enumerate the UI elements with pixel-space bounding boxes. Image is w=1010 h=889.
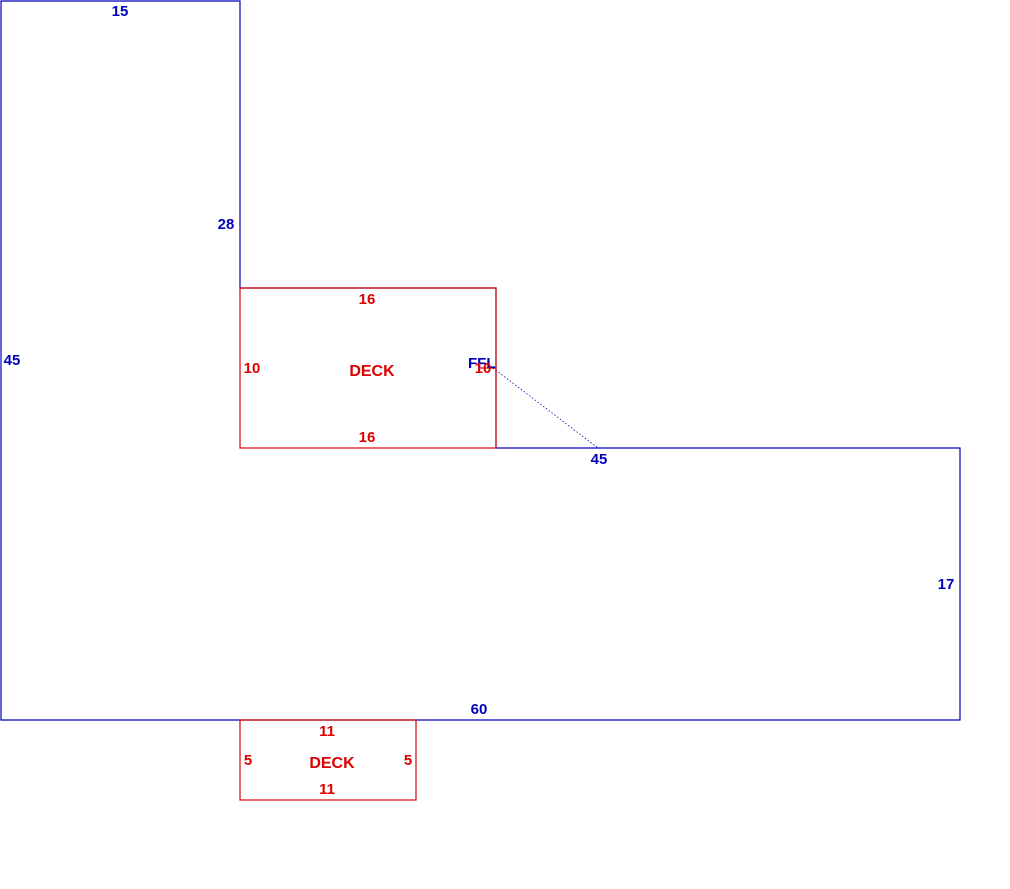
building-dim-right-lower: 17 (938, 576, 955, 593)
deck-lower-dim-left: 5 (244, 752, 252, 769)
building-dim-top: 15 (112, 3, 129, 20)
deck-lower-dim-bottom: 11 (319, 781, 335, 798)
ffl-label: FFL (468, 355, 496, 372)
deck-lower-label: DECK (309, 755, 355, 772)
building-dim-middle-step: 45 (591, 451, 608, 468)
deck-lower-outline (239, 719, 417, 801)
deck-upper-dim-left: 10 (244, 360, 261, 377)
ffl-leader-line (492, 367, 599, 449)
building-dim-bottom: 60 (471, 701, 488, 718)
deck-upper-dim-top: 16 (359, 291, 376, 308)
building-dim-left: 45 (4, 352, 21, 369)
building-dim-right-upper: 28 (218, 216, 235, 233)
deck-upper-dim-bottom: 16 (359, 429, 376, 446)
deck-lower-dim-top: 11 (319, 723, 335, 740)
deck-upper-dim-right: 10 (475, 360, 492, 377)
deck-upper-label: DECK (349, 363, 395, 380)
deck-lower-dim-right: 5 (404, 752, 412, 769)
